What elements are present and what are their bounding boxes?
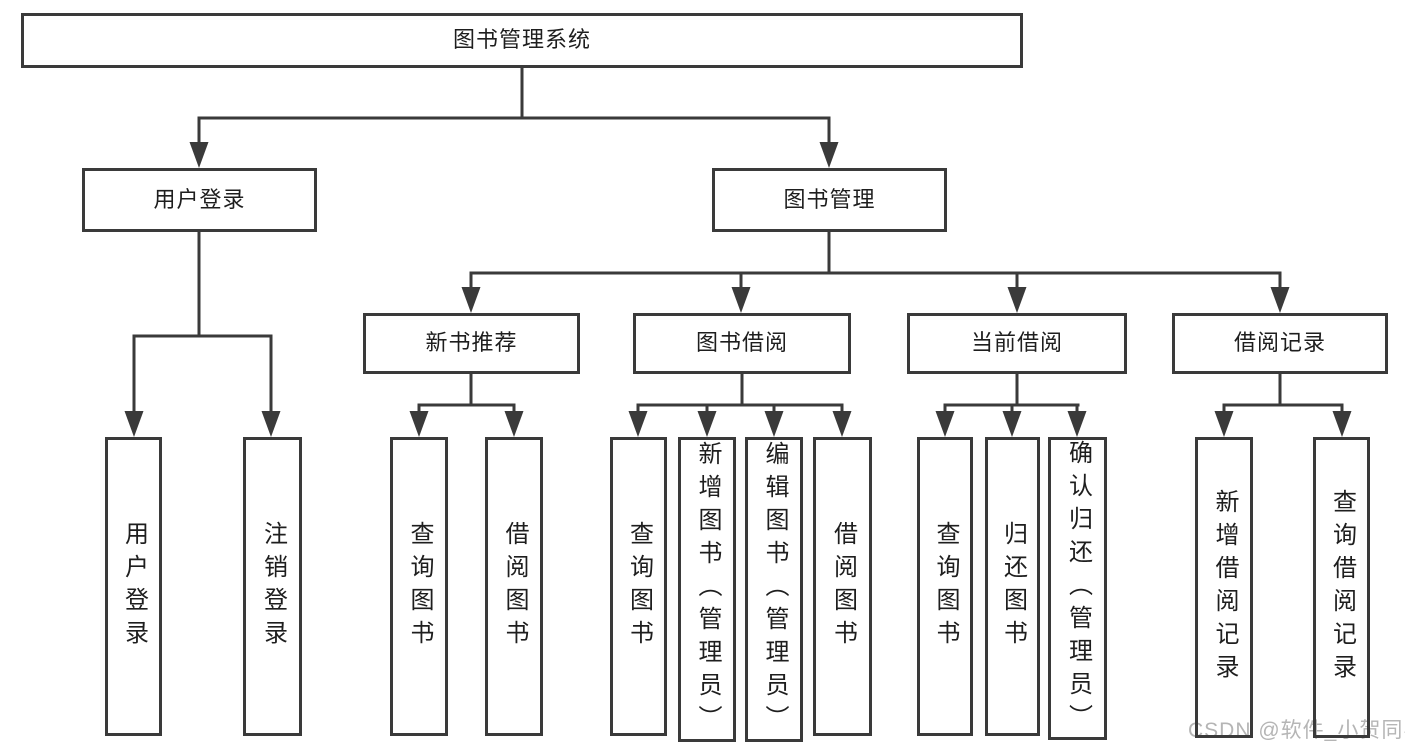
node-book-borrowing: 图书借阅 <box>633 313 851 374</box>
node-library-system: 图书管理系统 <box>21 13 1023 68</box>
node-leaf-add-borrow-record: 新增借阅记录 <box>1195 437 1253 738</box>
node-leaf-confirm-return-admin: 确认归还（管理员） <box>1048 437 1107 740</box>
node-book-management: 图书管理 <box>712 168 947 232</box>
arrowheads <box>124 142 1352 437</box>
node-leaf-borrow-book-1: 借阅图书 <box>485 437 543 736</box>
node-leaf-return-book: 归还图书 <box>985 437 1040 736</box>
node-user-login: 用户登录 <box>82 168 317 232</box>
node-leaf-edit-book-admin: 编辑图书（管理员） <box>745 437 803 742</box>
node-new-book-recommend: 新书推荐 <box>363 313 580 374</box>
node-leaf-borrow-book-2: 借阅图书 <box>813 437 872 736</box>
node-current-borrowing: 当前借阅 <box>907 313 1127 374</box>
csdn-watermark: CSDN @软件_小贺同学 <box>1188 719 1405 742</box>
node-leaf-query-book-3: 查询图书 <box>917 437 973 736</box>
node-leaf-query-book-1: 查询图书 <box>390 437 448 736</box>
node-leaf-query-borrow-record: 查询借阅记录 <box>1313 437 1370 738</box>
node-leaf-logout: 注销登录 <box>243 437 302 736</box>
node-borrow-records: 借阅记录 <box>1172 313 1388 374</box>
node-leaf-query-book-2: 查询图书 <box>610 437 667 736</box>
node-leaf-user-login: 用户登录 <box>105 437 162 736</box>
node-leaf-add-book-admin: 新增图书（管理员） <box>678 437 736 742</box>
